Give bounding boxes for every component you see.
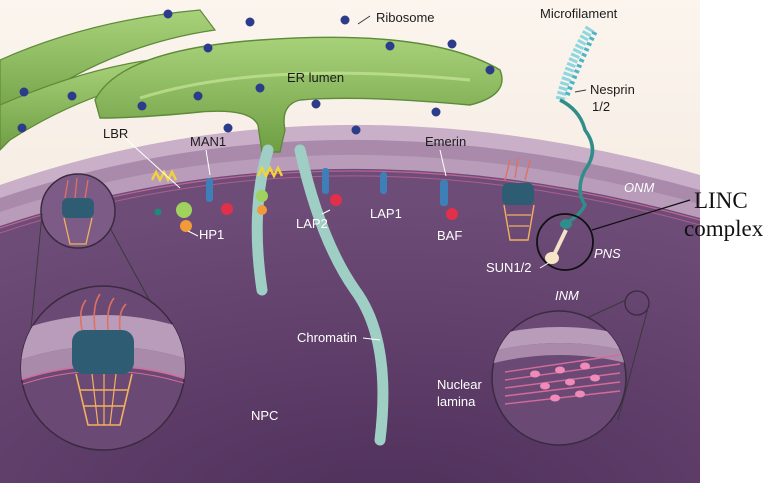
linc-leader: [591, 199, 691, 231]
hp1-leader: [187, 230, 199, 237]
label-sun: SUN1/2: [486, 260, 532, 275]
label-onm: ONM: [624, 180, 655, 195]
label-npc: NPC: [251, 408, 278, 423]
label-nesprin-line2: 1/2: [592, 99, 610, 114]
chromatin-fiber: [251, 144, 389, 446]
npc-right: [502, 157, 535, 241]
sun-leader: [539, 261, 551, 269]
label-man1: MAN1: [190, 134, 226, 149]
label-nuclear-lamina-line1: Nuclear: [437, 377, 482, 392]
sun-protein: [545, 252, 559, 264]
label-chromatin: Chromatin: [297, 330, 357, 345]
label-linc-line1: LINC: [694, 188, 748, 213]
label-baf: BAF: [437, 228, 462, 243]
microfilament: [555, 25, 598, 102]
label-microfilament: Microfilament: [540, 6, 618, 21]
linc-complex-circle: [536, 213, 594, 271]
lamina-zoom-circle: [491, 310, 627, 446]
npc-zoom-circle: [20, 285, 186, 451]
chromatin-leader: [362, 337, 381, 341]
label-nesprin-line1: Nesprin: [590, 82, 635, 97]
emerin-leader: [439, 149, 447, 177]
lbr-leader: [124, 137, 181, 189]
sun-stalk: [552, 229, 568, 256]
label-hp1: HP1: [199, 227, 224, 242]
label-lbr: LBR: [103, 126, 128, 141]
label-lap2: LAP2: [296, 216, 328, 231]
endoplasmic-reticulum: [0, 9, 503, 153]
npc-small-circle: [40, 173, 116, 249]
lap2-leader: [321, 209, 331, 215]
ribosome-leader: [357, 15, 371, 25]
label-nuclear-lamina-line2: lamina: [437, 394, 476, 409]
label-pns: PNS: [594, 246, 621, 261]
nesprin-leader: [574, 89, 587, 93]
label-lap1: LAP1: [370, 206, 402, 221]
nesprin-kash: [560, 219, 572, 229]
label-inm: INM: [555, 288, 579, 303]
nesprin-chain: [559, 98, 595, 224]
label-er-lumen: ER lumen: [287, 70, 344, 85]
ribosomes: [17, 9, 495, 135]
label-ribosome: Ribosome: [376, 10, 435, 25]
label-emerin: Emerin: [425, 134, 466, 149]
lamina-small-circle: [624, 290, 650, 316]
label-linc-line2: complex: [684, 216, 764, 241]
membrane-proteins: [150, 165, 458, 232]
man1-leader: [205, 149, 211, 176]
